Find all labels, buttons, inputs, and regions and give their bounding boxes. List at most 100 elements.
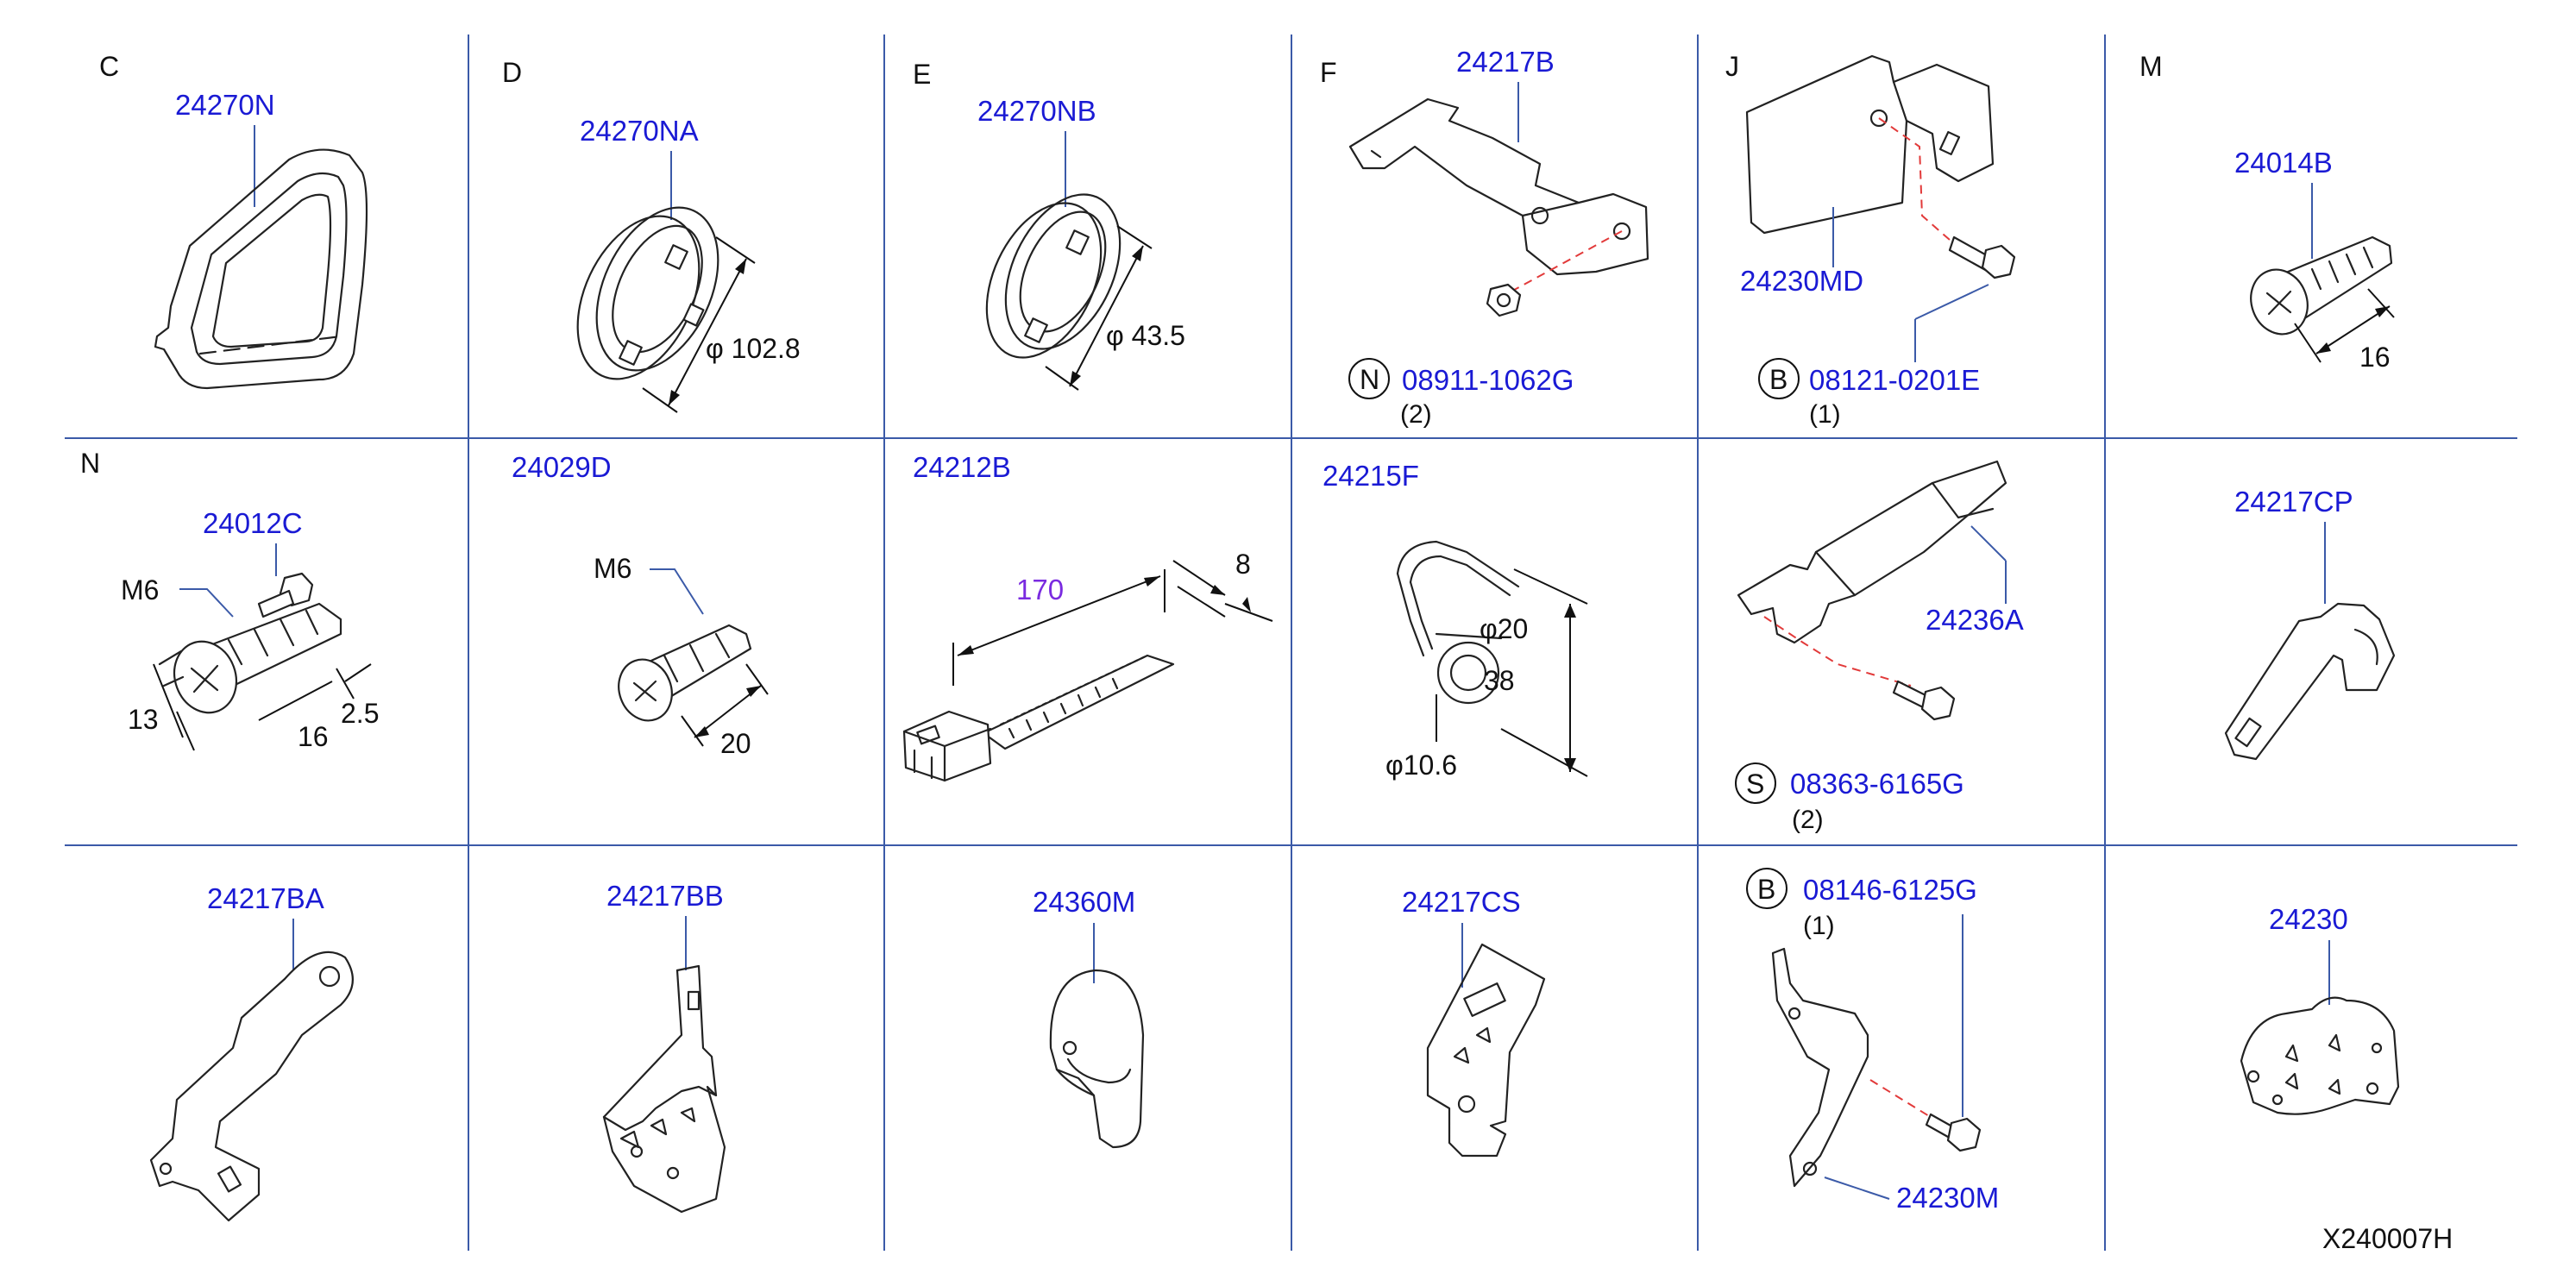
- quantity: (1): [1803, 912, 1835, 940]
- thread-label: M6: [121, 574, 159, 605]
- part-number[interactable]: 24236A: [1926, 604, 2024, 636]
- thread-label: M6: [594, 553, 631, 584]
- bolt-icon: [257, 572, 314, 618]
- dimension: 16: [2294, 288, 2395, 373]
- dimension-c: 2.5: [341, 698, 379, 729]
- clip-drawing: [618, 624, 752, 722]
- cell-m: M 24014B 16: [2139, 51, 2395, 373]
- quantity: (2): [1792, 806, 1824, 834]
- bracket-drawing: [1737, 460, 2007, 644]
- part-number[interactable]: 24270N: [175, 89, 275, 121]
- cell-letter: F: [1320, 57, 1337, 88]
- part-number[interactable]: 24230MD: [1740, 265, 1863, 297]
- part-number[interactable]: 24014B: [2234, 147, 2333, 179]
- fastener-mark: N: [1360, 364, 1379, 395]
- fastener-mark: B: [1757, 874, 1775, 905]
- nut-icon: [1486, 283, 1522, 317]
- part-number[interactable]: 24230M: [1896, 1182, 1999, 1214]
- grommet-drawing: [985, 193, 1122, 359]
- part-number[interactable]: 24217BA: [207, 882, 324, 914]
- cell-d: D 24270NA φ 102.8: [502, 57, 801, 413]
- part-number[interactable]: 24215F: [1323, 460, 1419, 492]
- dimension-label: 20: [720, 728, 751, 759]
- part-number[interactable]: 24270NA: [580, 115, 699, 147]
- part-number[interactable]: 24217CS: [1402, 886, 1521, 918]
- dimension: 13 16 2.5: [128, 663, 379, 752]
- bolt-icon: [1892, 680, 1956, 721]
- dimension-a: 13: [128, 704, 159, 735]
- part-number[interactable]: 24212B: [913, 451, 1011, 483]
- cell-e: E 24270NB φ 43.5: [913, 59, 1185, 391]
- cell-r3c4: 24217CS: [1402, 886, 1546, 1158]
- clamp-drawing: [1396, 540, 1520, 705]
- diagram-code: X240007H: [2322, 1223, 2453, 1254]
- cell-c: C 24270N: [99, 51, 368, 390]
- fastener-mark-circle: [1735, 762, 1776, 804]
- part-number[interactable]: 24217CP: [2234, 486, 2353, 518]
- fastener-part-number[interactable]: 08363-6165G: [1790, 768, 1964, 800]
- dimension: φ 43.5: [1045, 225, 1185, 391]
- bracket-drawing: [149, 951, 354, 1222]
- cell-r3c3: 24360M: [1033, 886, 1145, 1149]
- fastener-mark-circle: [1758, 358, 1800, 399]
- grid-lines: [65, 35, 2517, 1251]
- cell-n: N 24012C M6 13 16 2.5: [80, 448, 379, 752]
- cell-r2c5: 24236A S 08363-6165G (2): [1735, 460, 2024, 834]
- cell-r2c4: 24215F φ20 38 φ10.6: [1323, 460, 1588, 781]
- dimension: φ 102.8: [642, 236, 801, 413]
- grommet-drawing: [576, 206, 719, 380]
- part-number[interactable]: 24029D: [512, 451, 612, 483]
- gasket-drawing: [154, 148, 368, 390]
- cell-letter: M: [2139, 51, 2163, 82]
- fastener-mark-circle: [1746, 868, 1787, 909]
- dimension-c: φ10.6: [1385, 750, 1457, 781]
- cell-letter: N: [80, 448, 100, 479]
- cap-drawing: [1049, 969, 1145, 1149]
- part-number[interactable]: 24230: [2269, 903, 2348, 935]
- screw-drawing: [2250, 235, 2393, 336]
- dimension: [1436, 568, 1588, 777]
- cell-r3c6: 24230: [2240, 903, 2400, 1115]
- dimension-b: 38: [1484, 665, 1515, 696]
- dimension-label: φ 102.8: [706, 333, 801, 364]
- fastener-part-number[interactable]: 08121-0201E: [1809, 364, 1980, 396]
- bracket-drawing: [602, 964, 726, 1214]
- part-number[interactable]: 24270NB: [977, 95, 1096, 127]
- fastener-mark: S: [1746, 769, 1764, 800]
- dimension-b: 16: [298, 721, 329, 752]
- fastener-mark: B: [1769, 364, 1787, 395]
- cell-r2c2: 24029D M6 20: [512, 451, 769, 759]
- fastener-part-number[interactable]: 08911-1062G: [1402, 364, 1574, 396]
- part-number[interactable]: 24217B: [1456, 46, 1555, 78]
- fastener-mark-circle: [1348, 358, 1390, 399]
- fastener-part-number[interactable]: 08146-6125G: [1803, 874, 1977, 906]
- cell-letter: C: [99, 51, 119, 82]
- cell-letter: D: [502, 57, 522, 88]
- cell-letter: J: [1725, 51, 1739, 82]
- bolt-icon: [1948, 235, 2016, 279]
- part-number[interactable]: 24217BB: [606, 880, 724, 912]
- cell-r3c5: B 08146-6125G (1) 24230M: [1746, 868, 1999, 1214]
- part-number[interactable]: 24360M: [1033, 886, 1135, 918]
- cell-f: F 24217B N 08911-1062G (2): [1320, 46, 1649, 429]
- dimension: 8: [952, 549, 1273, 686]
- clip-drawing: [158, 602, 342, 714]
- cell-j: J 24230MD B 08121-0201E (1): [1725, 51, 2016, 429]
- cell-r3c1: 24217BA: [149, 882, 354, 1222]
- dimension-label: 16: [2359, 342, 2391, 373]
- quantity: (2): [1400, 400, 1432, 429]
- bracket-drawing: [1771, 947, 1869, 1188]
- dimension-a: φ20: [1480, 613, 1528, 644]
- bracket-drawing: [1348, 97, 1649, 276]
- bracket-drawing: [2224, 602, 2396, 761]
- dimension-label: φ 43.5: [1106, 320, 1185, 351]
- width-label: 8: [1235, 549, 1251, 580]
- cell-r2c3: 24212B 170 8: [902, 451, 1273, 782]
- bracket-drawing: [1426, 943, 1546, 1158]
- cell-letter: E: [913, 59, 931, 90]
- bracket-drawing: [2240, 996, 2400, 1115]
- dimension: 20: [681, 663, 769, 759]
- part-number[interactable]: 24012C: [203, 507, 303, 539]
- bolt-icon: [1925, 1113, 1982, 1152]
